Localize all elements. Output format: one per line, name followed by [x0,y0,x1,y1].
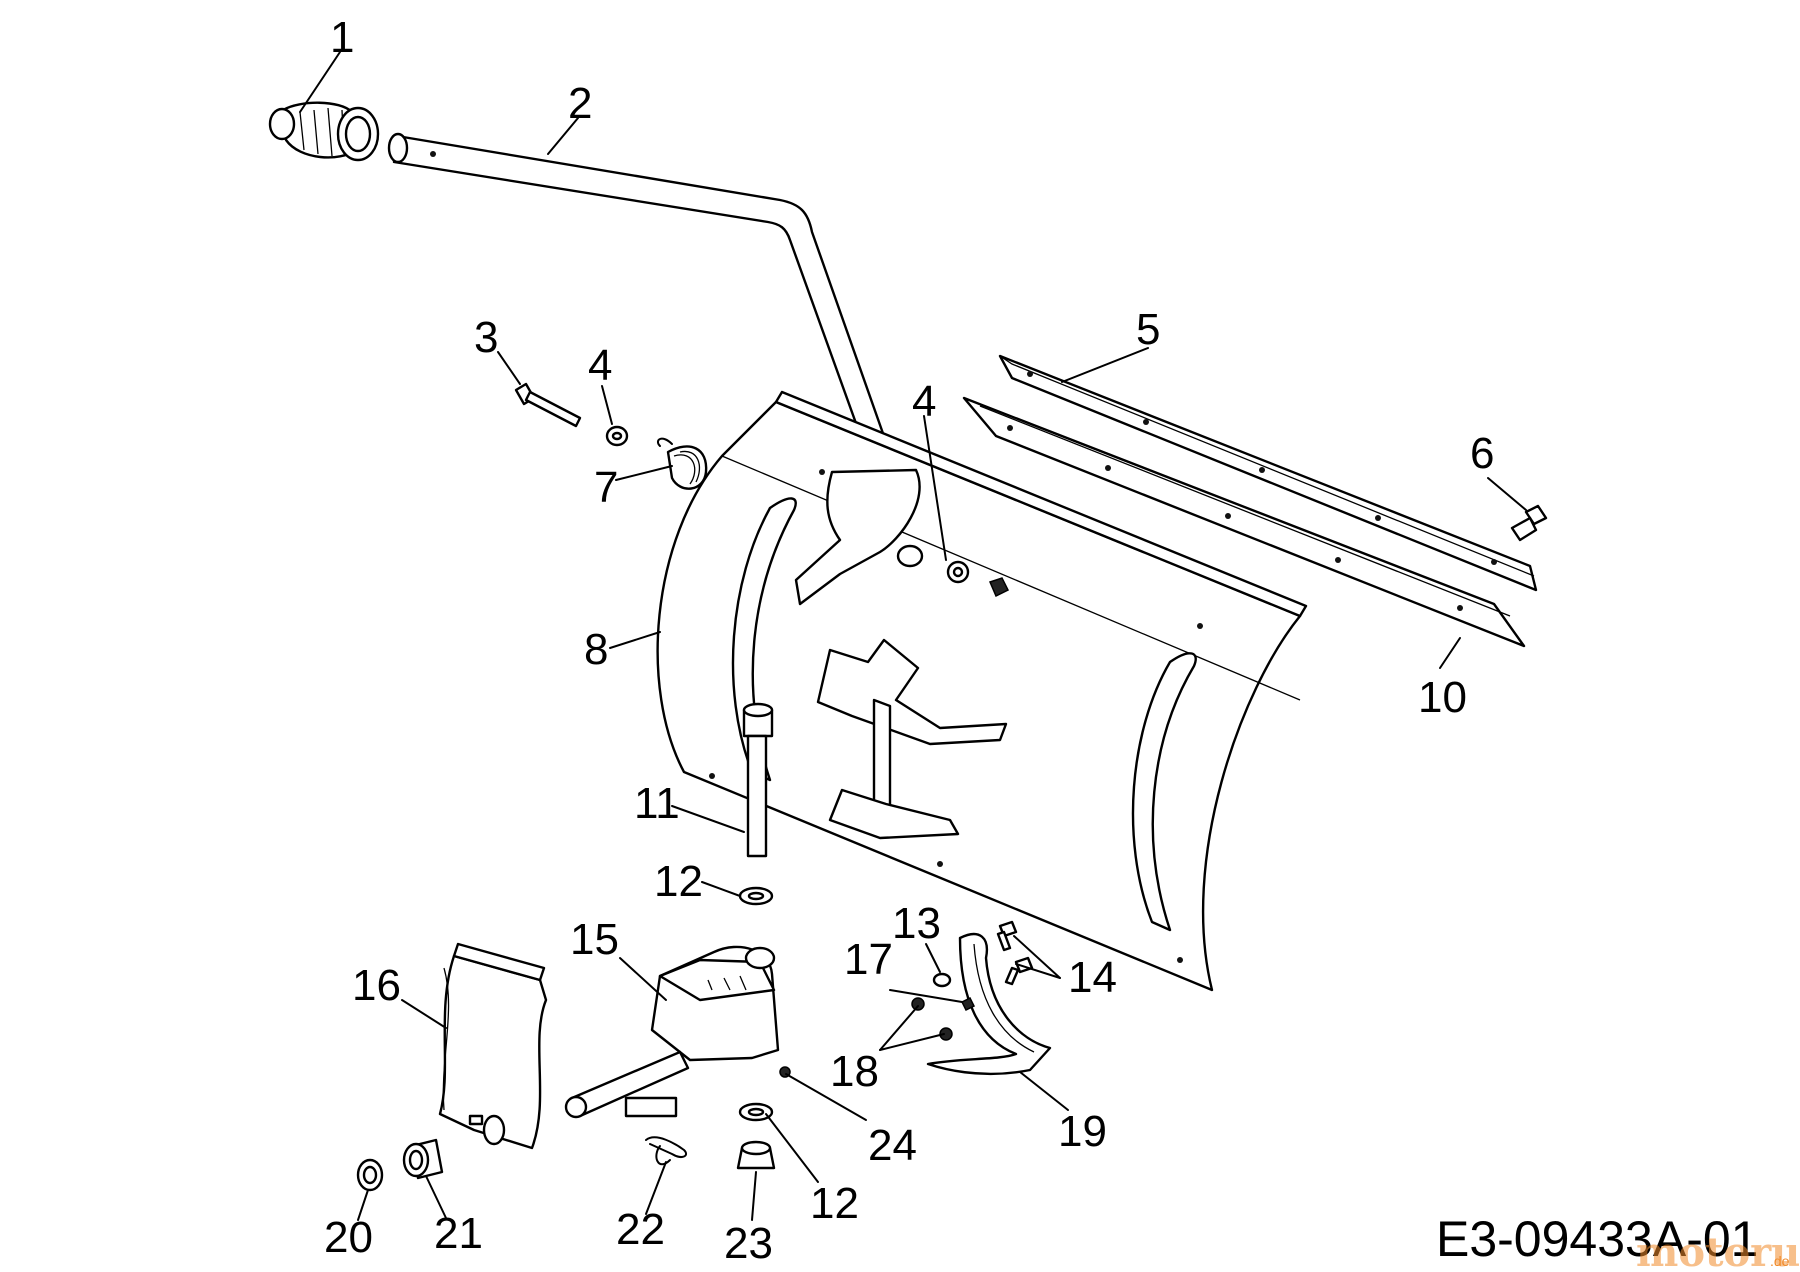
watermark-logo: motoruf .de [1636,1229,1800,1272]
callout-3: 3 [474,313,498,362]
drawing-code: E3-09433A-01 [1436,1211,1758,1267]
leader-lines [299,51,1527,1221]
callout-20: 20 [324,1213,373,1262]
part-13-washer [932,972,952,988]
part-18-nuts [911,997,953,1041]
part-12-washer-bottom [738,1102,774,1122]
part-10-cutting-edge [962,396,1526,648]
callout-24: 24 [868,1121,917,1170]
part-12-washer-top [738,886,774,906]
part-8-moldboard [656,390,1308,992]
center-mount-bracket [816,638,1008,840]
part-22-hairpin-clip [645,1136,688,1166]
callout-21: 21 [434,1209,483,1258]
part-15-pivot-frame [564,945,780,1119]
callout-12-top: 12 [654,857,703,906]
callout-4-right: 4 [912,377,936,426]
callout-5: 5 [1136,305,1160,354]
part-11-long-bolt [742,702,774,858]
callout-2: 2 [568,79,592,128]
callout-12-bottom: 12 [810,1179,859,1228]
callout-13: 13 [892,899,941,948]
part-17-bolt [960,996,976,1012]
part-21-bushing [402,1138,444,1180]
callout-10: 10 [1418,673,1467,722]
callout-17: 17 [844,935,893,984]
callout-16: 16 [352,961,401,1010]
part-6-carriage-bolt [1510,504,1548,542]
callout-14: 14 [1068,953,1117,1002]
callout-23: 23 [724,1219,773,1268]
watermark-brand: motoruf [1636,1229,1800,1272]
part-1-grip [268,101,380,162]
part-23-nut [736,1140,776,1170]
watermark-suffix: .de [1770,1253,1790,1269]
part-3-bolt [514,382,582,428]
pivot-bracket [794,468,1010,606]
callout-11: 11 [634,779,680,828]
callout-6: 6 [1470,429,1494,478]
callout-4-left: 4 [588,341,612,390]
part-4-washer-left [605,425,629,447]
part-14-carriage-bolts [996,920,1034,986]
callout-15: 15 [570,915,619,964]
part-16-skid-plate [438,942,548,1150]
part-20-ring [356,1158,384,1192]
callout-18: 18 [830,1047,879,1096]
part-19-skid-shoe [926,932,1052,1076]
callout-8: 8 [584,625,608,674]
callout-22: 22 [616,1205,665,1254]
callout-1: 1 [330,13,354,62]
callout-labels: 1 2 3 4 4 5 6 7 8 10 11 12 13 14 15 16 1… [324,13,1494,1268]
part-5-wear-strip [998,354,1538,592]
callout-19: 19 [1058,1107,1107,1156]
callout-7: 7 [594,463,618,512]
part-7-spring [656,437,708,490]
